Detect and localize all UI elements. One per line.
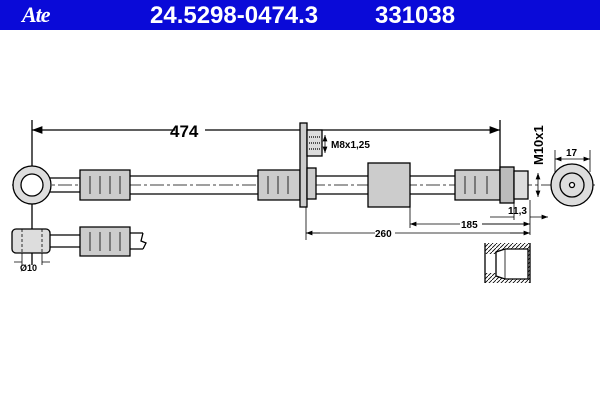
dim-11-3-label: 11,3 — [508, 206, 527, 217]
bracket-plate — [299, 122, 308, 208]
bracket-sleeve — [306, 167, 317, 200]
crimp-sleeve-2 — [257, 169, 301, 201]
crimp-sleeve-3 — [454, 169, 501, 201]
dim-17-label: 17 — [566, 148, 578, 159]
protective-sleeve — [367, 162, 411, 208]
tube — [50, 177, 80, 193]
banjo-eye — [12, 165, 52, 205]
thread-end-label: M10x1 — [531, 125, 546, 165]
dim-260-label: 260 — [375, 229, 392, 240]
part-number: 24.5298-0474.3 — [150, 2, 319, 29]
port-section-view — [484, 243, 531, 283]
ate-logo: Ate — [22, 2, 51, 27]
hex-nut — [499, 166, 515, 204]
hose-2 — [316, 175, 455, 195]
dim-474-label: 474 — [170, 122, 199, 141]
end-view — [550, 163, 594, 207]
header-bar: Ate 24.5298-0474.3 331038 — [0, 0, 600, 30]
crimp-sleeve-1 — [79, 169, 131, 201]
eye-side-view — [11, 228, 51, 254]
dim-185-label: 185 — [461, 220, 478, 231]
hose — [130, 175, 258, 195]
article-code: 331038 — [375, 2, 456, 29]
thread-bracket-label: M8x1,25 — [331, 140, 370, 151]
end-thread — [513, 170, 529, 200]
dim-eye-label: Ø10 — [20, 263, 37, 273]
bracket-nut — [306, 129, 323, 157]
